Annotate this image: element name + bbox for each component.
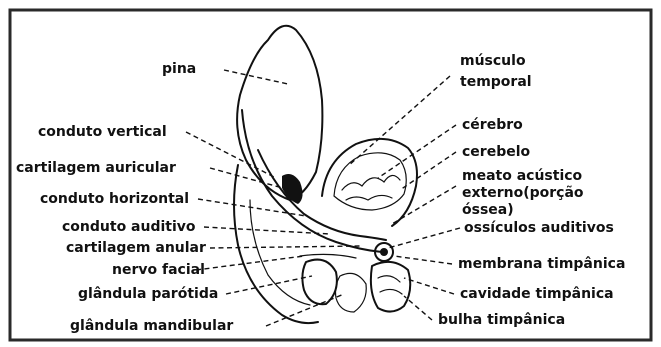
leader-cavidade (404, 278, 454, 294)
labels-left: pina conduto vertical cartilagem auricul… (16, 61, 233, 334)
label-cerebelo: cerebelo (462, 144, 531, 160)
ossicles-shape (380, 248, 388, 256)
tympanic-bulla-shape (371, 262, 410, 312)
label-musculo-line1: músculo (460, 53, 526, 69)
label-meato-line2: externo(porção (462, 185, 584, 201)
label-meato-line3: óssea) (462, 202, 514, 218)
label-bulha: bulha timpânica (438, 312, 565, 328)
label-cartilagem-anular: cartilagem anular (66, 240, 206, 256)
nerve-line (300, 254, 356, 258)
leader-glandula-parotida (226, 276, 312, 294)
label-meato-line1: meato acústico (462, 168, 583, 184)
label-ossiculos: ossículos auditivos (464, 220, 614, 236)
leader-glandula-mandibular (266, 294, 344, 326)
leader-meato-acustico (392, 186, 456, 224)
leader-cerebelo (400, 152, 456, 190)
ear-drawing (234, 26, 417, 323)
leader-ossiculos (388, 228, 460, 248)
label-nervo-facial: nervo facial (112, 262, 205, 278)
label-musculo-line2: temporal (460, 74, 532, 90)
parotid-gland-shape (302, 260, 336, 305)
label-membrana: membrana timpânica (458, 256, 625, 272)
leader-membrana (394, 256, 452, 264)
label-conduto-vertical: conduto vertical (38, 124, 167, 140)
mandibular-gland-shape (336, 273, 367, 312)
labels-right: músculo temporal cérebro cerebelo meato … (438, 53, 625, 328)
label-cerebro: cérebro (462, 117, 523, 133)
label-cavidade: cavidade timpânica (460, 286, 614, 302)
label-conduto-horizontal: conduto horizontal (40, 191, 189, 207)
pinna-outline (237, 26, 322, 200)
leader-pina (224, 70, 288, 84)
label-conduto-auditivo: conduto auditivo (62, 219, 196, 235)
label-glandula-mandibular: glândula mandibular (70, 318, 233, 334)
leader-nervo-facial (196, 256, 304, 270)
leader-cartilagem-anular (210, 246, 360, 248)
leader-musculo-temporal (348, 76, 450, 166)
label-cartilagem-auricular: cartilagem auricular (16, 160, 176, 176)
brain-region (334, 153, 406, 210)
tympanic-cavity-detail (378, 276, 402, 294)
leader-cartilagem-auricular (210, 168, 290, 190)
label-pina: pina (162, 61, 196, 77)
label-glandula-parotida: glândula parótida (78, 286, 218, 302)
leader-conduto-vertical (186, 132, 276, 178)
brain-folds (342, 175, 400, 200)
